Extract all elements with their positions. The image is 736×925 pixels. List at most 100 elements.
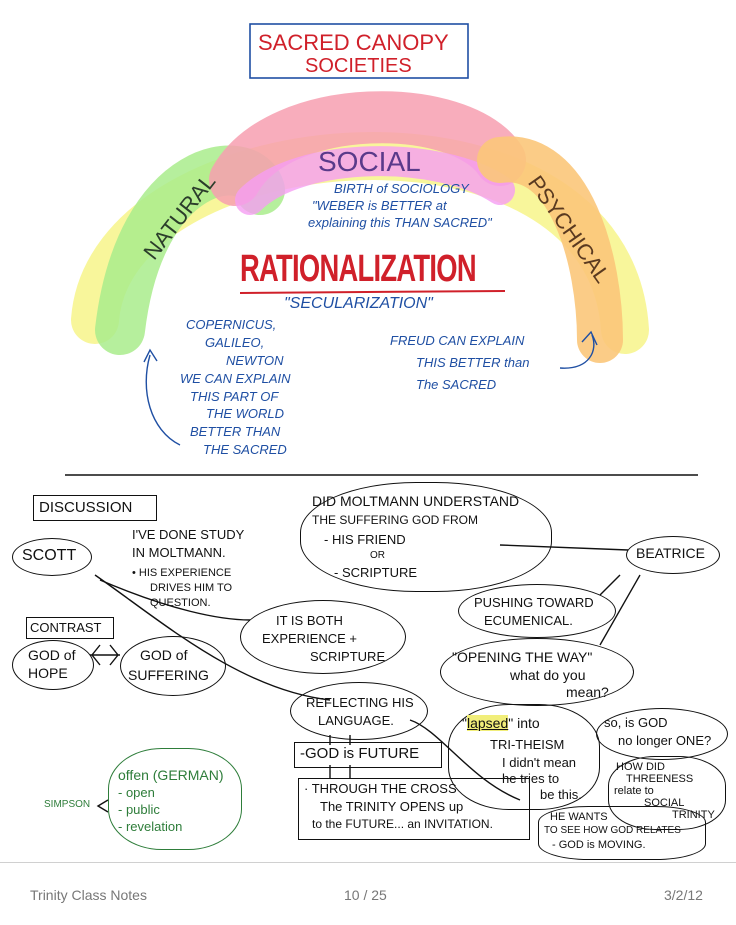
lapsed-text: "lapsed" into — [462, 715, 540, 731]
wants-text: - GOD is MOVING. — [552, 839, 646, 851]
both-bubble — [240, 600, 406, 674]
lapsed-text: he tries to — [502, 771, 560, 786]
lapsed-text: TRI-THEISM — [490, 737, 565, 752]
lapsed-highlight: lapsed — [466, 715, 509, 731]
contrast-label: CONTRAST — [30, 620, 102, 635]
god-suffering-bubble — [120, 636, 226, 696]
title-line1: SACRED CANOPY — [258, 30, 449, 55]
opening-text: mean? — [566, 684, 609, 700]
document-title: Trinity Class Notes — [30, 887, 147, 903]
wants-text: TO SEE HOW GOD RELATES — [544, 825, 681, 836]
moltmann-text: - HIS FRIEND — [324, 532, 406, 547]
beatrice-label: BEATRICE — [636, 545, 705, 561]
moltmann-text: - SCRIPTURE — [334, 565, 418, 580]
natural-note: COPERNICUS, — [186, 317, 277, 332]
canopy-rainbow — [71, 91, 649, 363]
rationalization-underline — [239, 290, 506, 294]
quote: " — [462, 715, 467, 731]
scott-note: QUESTION. — [150, 597, 211, 609]
cross-box — [298, 778, 530, 840]
ecumenical-text: PUSHING TOWARD — [474, 595, 594, 610]
lapsed-bubble — [448, 704, 600, 810]
cross-text: The TRINITY OPENS up — [320, 799, 464, 814]
opening-text: "OPENING THE WAY" — [452, 649, 593, 665]
ecumenical-text: ECUMENICAL. — [484, 613, 573, 628]
both-text: SCRIPTURE — [310, 649, 386, 664]
label-social: SOCIAL — [318, 146, 421, 177]
natural-note: BETTER THAN — [190, 424, 281, 439]
discussion-heading: DISCUSSION — [39, 499, 133, 516]
footer: Trinity Class Notes 10 / 25 3/2/12 — [0, 862, 736, 925]
moltmann-bubble — [300, 482, 552, 592]
scott-note: IN MOLTMANN. — [132, 545, 226, 560]
natural-note: GALILEO, — [205, 335, 265, 350]
moltmann-text: DID MOLTMANN UNDERSTAND — [312, 493, 520, 509]
offen-text: - revelation — [118, 819, 183, 834]
psychical-arrow — [559, 334, 595, 369]
scott-bubble — [12, 538, 92, 576]
natural-note: THIS PART OF — [190, 389, 279, 404]
god-suffering-text: SUFFERING — [128, 667, 209, 683]
document-date: 3/2/12 — [664, 887, 703, 903]
social-note: BIRTH of SOCIOLOGY — [334, 181, 469, 196]
reflecting-text: LANGUAGE. — [318, 713, 394, 728]
into: " into — [508, 715, 540, 731]
psychical-note: THIS BETTER than — [416, 355, 530, 370]
page-indicator: 10 / 25 — [344, 887, 387, 903]
offen-text: - open — [118, 785, 155, 800]
title-box — [249, 23, 469, 79]
opening-bubble — [440, 638, 634, 706]
god-hope-bubble — [12, 640, 94, 690]
threeness-text: relate to — [614, 785, 654, 797]
moltmann-text: THE SUFFERING GOD FROM — [312, 513, 478, 527]
future-box — [294, 742, 442, 768]
both-text: EXPERIENCE + — [262, 631, 358, 646]
psychical-note: The SACRED — [416, 377, 497, 392]
god-hope-text: GOD of — [28, 647, 76, 663]
no-longer-one-text: so, is GOD — [604, 715, 668, 730]
both-text: IT IS BOTH — [276, 613, 343, 628]
future-text: -GOD is FUTURE — [300, 745, 420, 762]
god-suffering-text: GOD of — [140, 647, 188, 663]
opening-text: what do you — [510, 667, 586, 683]
natural-note: THE SACRED — [203, 442, 287, 457]
offen-text: - public — [118, 802, 160, 817]
arrows — [143, 330, 598, 446]
sketch-canvas — [65, 23, 698, 813]
title-line2: SOCIETIES — [305, 55, 412, 77]
social-note: explaining this THAN SACRED" — [308, 215, 492, 230]
lapsed-text: I didn't mean — [502, 755, 577, 770]
natural-note: WE CAN EXPLAIN — [180, 371, 291, 386]
reflecting-bubble — [290, 682, 428, 740]
threeness-text: HOW DID — [616, 761, 665, 773]
offen-text: offen (GERMAN) — [118, 767, 224, 783]
contrast-box — [26, 617, 114, 639]
offen-bubble — [108, 748, 242, 850]
scott-note: • HIS EXPERIENCE — [132, 567, 232, 579]
wants-bubble — [538, 806, 706, 860]
rationalization-heading: RATIONALIZATION — [240, 248, 477, 290]
discussion-box — [33, 495, 157, 521]
no-longer-one-bubble — [596, 708, 728, 760]
reflecting-text: REFLECTING HIS — [306, 695, 414, 710]
scott-note: I'VE DONE STUDY — [132, 527, 245, 542]
psychical-note: FREUD CAN EXPLAIN — [390, 333, 525, 348]
threeness-text: SOCIAL — [644, 797, 685, 809]
god-hope-text: HOPE — [28, 665, 68, 681]
simpson-label: SIMPSON — [44, 799, 91, 810]
lapsed-text: be this. — [540, 787, 582, 802]
cross-text: · THROUGH THE CROSS — [304, 781, 457, 796]
natural-note: NEWTON — [226, 353, 284, 368]
social-note: "WEBER is BETTER at — [312, 198, 447, 213]
moltmann-text: OR — [370, 550, 385, 561]
natural-note: THE WORLD — [206, 406, 284, 421]
secularization-label: "SECULARIZATION" — [284, 295, 433, 312]
ecumenical-bubble — [458, 584, 616, 638]
threeness-text: THREENESS — [626, 773, 694, 785]
scott-label: SCOTT — [22, 547, 77, 564]
beatrice-bubble — [626, 536, 720, 574]
no-longer-one-text: no longer ONE? — [618, 733, 712, 748]
cross-text: to the FUTURE... an INVITATION. — [312, 817, 493, 831]
scott-note: DRIVES HIM TO — [150, 582, 233, 594]
wants-text: HE WANTS — [550, 811, 608, 823]
